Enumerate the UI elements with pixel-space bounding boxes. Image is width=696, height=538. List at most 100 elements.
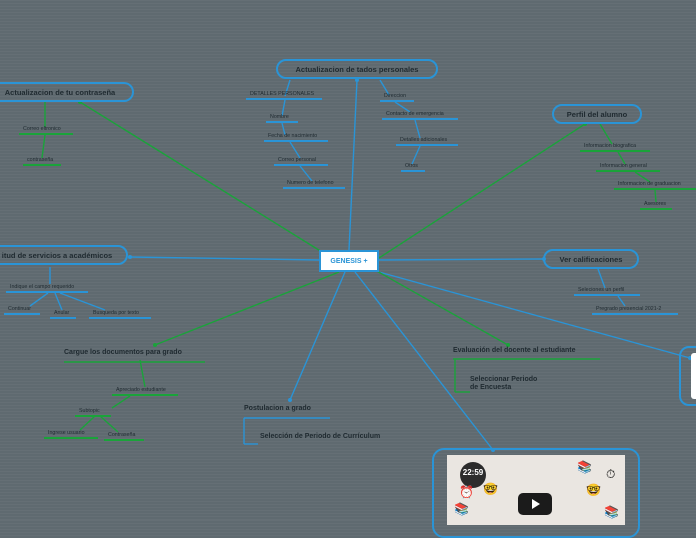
subtopic-name[interactable]: Nombre — [270, 114, 289, 120]
subtopic-underline — [266, 121, 298, 123]
connector-line — [348, 79, 358, 251]
connector-line — [414, 119, 421, 139]
topic-academic-services[interactable]: itud de servicios a académicos — [0, 245, 128, 265]
nerd-face-icon: 🤓 — [483, 482, 498, 496]
subtopic-undergrad-period[interactable]: Pregrado presencial 2021-2 — [596, 306, 662, 312]
subtopic-underline — [382, 118, 458, 120]
connector-line — [79, 101, 323, 253]
play-button-icon[interactable] — [518, 493, 552, 515]
connector-line — [299, 165, 313, 182]
subtopic-underline — [574, 294, 640, 296]
select-survey-period-line1[interactable]: Seleccionar Periodo — [470, 376, 538, 383]
central-topic-genesis[interactable]: GENESIS + — [319, 250, 379, 272]
subtopic-advisors[interactable]: Asesores — [644, 201, 667, 207]
mindmap-connectors — [29, 78, 692, 452]
subtopic-phone-number[interactable]: Numero de telefono — [287, 180, 334, 186]
subtopic-underline — [640, 208, 672, 210]
subtopic-doc-password[interactable]: Contraseña — [108, 432, 136, 438]
books-icon: 📚 — [604, 505, 619, 519]
subtopic-underline — [50, 317, 76, 319]
topic-upload-documents[interactable]: Cargue los documentos para grado — [64, 349, 182, 356]
subtopic-generic[interactable]: Subtopic — [79, 408, 100, 414]
subtopic-emergency-contact[interactable]: Contacto de emergencia — [386, 111, 444, 117]
subtopic-underline — [592, 313, 678, 315]
subtopic-email[interactable]: Correo eltronico — [23, 126, 61, 132]
subtopic-general-info[interactable]: Informacion general — [600, 163, 647, 169]
nerd-face-icon: 🤓 — [586, 483, 601, 497]
connector-line — [354, 271, 494, 451]
topic-graduation-application[interactable]: Postulacion a grado — [244, 405, 311, 412]
topic-password-update[interactable]: Actualizacion de tu contraseña — [0, 82, 134, 102]
topic-personal-data[interactable]: Actualizacion de tados personales — [276, 59, 438, 79]
subtopic-underline — [6, 291, 88, 293]
connector-line — [374, 269, 509, 346]
subtopic-continue[interactable]: Continuar — [8, 306, 31, 312]
connector-line — [99, 415, 119, 433]
connector-endpoint — [128, 255, 132, 259]
alarm-clock-icon — [460, 462, 486, 488]
subtopic-birth-date[interactable]: Fecha de nacimiento — [268, 133, 318, 139]
connector-line — [79, 415, 96, 431]
connector-line — [654, 189, 657, 203]
subtopic-biographical-info[interactable]: Informacion biografica — [584, 143, 637, 149]
subtopic-underline — [44, 437, 98, 439]
topic-student-profile[interactable]: Perfil del alumno — [552, 104, 642, 124]
subtopic-underline — [274, 164, 328, 166]
subtopic-underline — [75, 415, 111, 417]
subtopic-cancel[interactable]: Anular — [54, 310, 70, 316]
subtopic-underline — [264, 140, 328, 142]
alarm-clock-icon: ⏰ — [459, 485, 474, 499]
subtopic-additional-details[interactable]: Detalles adicionales — [400, 137, 448, 143]
subtopic-underline — [4, 313, 40, 315]
subtopic-underline — [246, 98, 322, 100]
connector-line — [617, 151, 626, 165]
subtopic-underline — [89, 317, 151, 319]
offscreen-topic-card-content — [691, 353, 696, 399]
subtopic-underline — [283, 187, 345, 189]
connector-line — [599, 123, 613, 145]
topic-grades[interactable]: Ver calificaciones — [543, 249, 639, 269]
stopwatch-icon: ⏱ — [606, 467, 616, 481]
connector-line — [281, 99, 286, 117]
curriculum-period-selection[interactable]: Selección de Periodo de Currículum — [260, 433, 381, 440]
connector-line — [129, 256, 320, 261]
connector-endpoint — [153, 343, 157, 347]
subtopic-underline — [401, 170, 425, 172]
subtopic-required-field[interactable]: Indique el campo requerido — [10, 284, 75, 290]
connector-line — [378, 123, 586, 259]
connector-line — [54, 292, 63, 311]
connector-line — [411, 145, 421, 165]
connector-endpoint — [355, 78, 359, 82]
subtopic-password[interactable]: contraseña — [27, 157, 54, 163]
subtopic-personal-details[interactable]: DETALLES PERSONALES — [250, 91, 315, 97]
connector-line — [379, 79, 390, 96]
subtopic-text-search[interactable]: Busqueda por texto — [93, 310, 139, 316]
offscreen-topic-card[interactable] — [679, 346, 696, 406]
subtopic-underline — [614, 188, 696, 190]
subtopic-underline — [396, 144, 458, 146]
subtopic-dear-student[interactable]: Apreciado estudiante — [116, 387, 166, 393]
subtopic-underline — [596, 170, 660, 172]
connector-line — [41, 134, 46, 159]
subtopic-others[interactable]: Otros — [405, 163, 418, 169]
connector-line — [378, 271, 691, 359]
connector-line — [378, 258, 545, 261]
connector-endpoint — [506, 343, 510, 347]
subtopic-personal-email[interactable]: Correo personal — [278, 157, 316, 163]
subtopic-graduation-info[interactable]: Informacion de graduacion — [618, 181, 681, 187]
connector-line — [617, 295, 626, 307]
video-timer-label: 22:59 — [462, 468, 484, 477]
subtopic-enter-user[interactable]: Ingrese usuario — [48, 430, 85, 436]
connector-line — [281, 122, 286, 136]
connector-line — [284, 79, 291, 97]
subtopic-select-profile[interactable]: Seleciones un perfil — [578, 287, 625, 293]
connector-line — [289, 141, 301, 159]
subtopic-address[interactable]: Direccion — [384, 93, 407, 99]
subtopic-underline — [19, 133, 73, 135]
books-icon: 📚 — [577, 460, 592, 474]
connector-line — [634, 171, 651, 183]
select-survey-period-line2[interactable]: de Encuesta — [470, 384, 512, 391]
topic-teacher-evaluation[interactable]: Evaluación del docente al estudiante — [453, 347, 576, 354]
connector-line — [29, 292, 49, 307]
subtopic-underline — [380, 100, 414, 102]
